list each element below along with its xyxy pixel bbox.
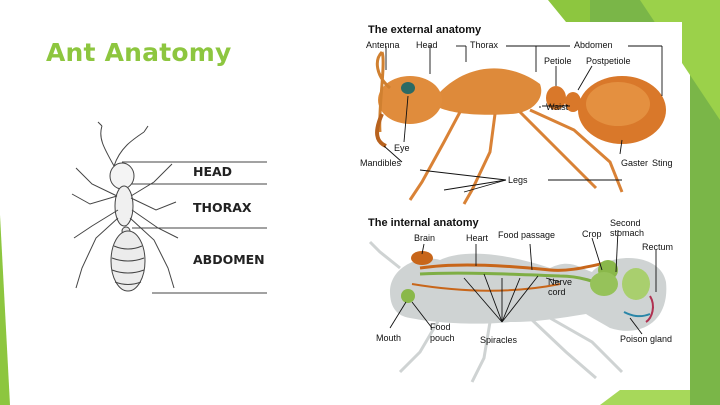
label-crop: Crop [582, 229, 602, 239]
label-spiracles: Spiracles [480, 335, 518, 345]
label-abdomen: ABDOMEN [193, 252, 265, 267]
ant-line-drawing: HEAD THORAX ABDOMEN [62, 118, 274, 306]
label-ext-thorax: Thorax [470, 40, 499, 50]
ant-anatomy-figure: The external anatomy Antenna Head Thorax… [360, 22, 682, 390]
label-rectum: Rectum [642, 242, 674, 252]
label-legs: Legs [508, 175, 528, 185]
label-second-2: stomach [610, 228, 645, 238]
internal-anatomy-heading: The internal anatomy [368, 217, 479, 229]
external-anatomy-heading: The external anatomy [368, 24, 482, 36]
label-food-2: pouch [430, 333, 455, 343]
label-food-1: Food [430, 322, 451, 332]
label-mouth: Mouth [376, 333, 402, 343]
label-thorax: THORAX [193, 200, 252, 215]
label-sting: Sting [652, 158, 673, 168]
label-antenna: Antenna [366, 40, 400, 50]
label-poison-gland: Poison gland [620, 334, 673, 344]
label-waist: Waist [546, 102, 569, 112]
label-second-1: Second [610, 218, 641, 228]
label-food-passage: Food passage [498, 230, 556, 240]
label-heart: Heart [466, 233, 489, 243]
slide-title: Ant Anatomy [46, 38, 232, 67]
ant-anatomy-icon [368, 45, 667, 383]
label-eye: Eye [394, 143, 410, 153]
label-postpetiole: Postpetiole [586, 56, 631, 66]
label-mandibles: Mandibles [360, 158, 402, 168]
ant-drawing-icon [71, 121, 267, 294]
label-ext-abdomen: Abdomen [574, 40, 613, 50]
label-ext-head: Head [416, 40, 438, 50]
label-petiole: Petiole [544, 56, 572, 66]
label-head: HEAD [193, 164, 233, 179]
label-nerve-2: cord [548, 287, 566, 297]
label-gaster: Gaster [621, 158, 649, 168]
label-brain: Brain [414, 233, 436, 243]
label-nerve-1: Nerve [548, 277, 573, 287]
